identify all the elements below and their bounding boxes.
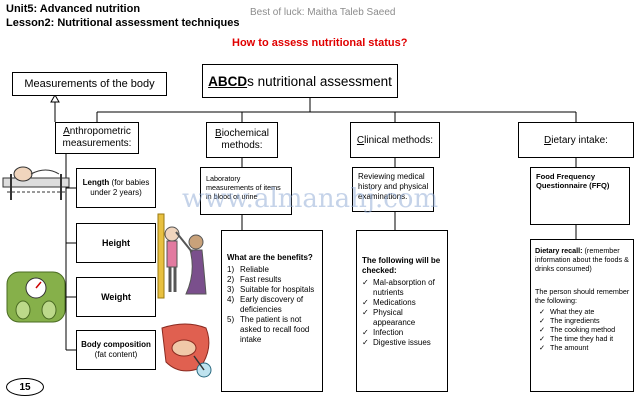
body-composition-box: Body composition(fat content) [76, 330, 156, 370]
callout-arrowhead [50, 93, 60, 103]
benefit-number: 4) [227, 295, 235, 304]
remember-item: The ingredients [539, 316, 630, 325]
benefit-item: 5) The patient is not asked to recall foo… [227, 315, 318, 345]
dietary-head-rest: ietary intake: [551, 134, 608, 146]
watermark: www.almanahj.com [182, 184, 439, 214]
benefit-number: 2) [227, 275, 235, 284]
remember-item: The cooking method [539, 325, 630, 334]
dietary-header: Dietary intake: [518, 122, 634, 158]
body-composition-illustration [156, 318, 220, 382]
recall-note: (remember information about the foods & … [535, 246, 629, 273]
author-credit: Best of luck: Maitha Taleb Saeed [250, 7, 396, 18]
height-measure-icon [157, 213, 207, 299]
root-first-letters: ABCD [208, 73, 248, 89]
anthro-head-rest: nthropometric [69, 126, 131, 137]
recall-text: Dietary recall: (remember information ab… [535, 246, 630, 273]
clinical-letter: C [356, 134, 365, 146]
benefit-number: 1) [227, 265, 235, 274]
bio-letter: B [215, 128, 222, 139]
measurements-callout: Measurements of the body [12, 72, 167, 96]
weight-box: Weight [76, 277, 156, 317]
bio-head-line2: methods: [221, 140, 263, 151]
unit-title: Unit5: Advanced nutrition [6, 3, 141, 15]
checked-list: Mal-absorption of nutrientsMedicationsPh… [362, 278, 443, 348]
recall-box: Dietary recall: (remember information ab… [530, 239, 634, 392]
benefit-text: Fast results [240, 275, 282, 284]
benefit-number: 3) [227, 285, 235, 294]
lab-box: Laboratory measurements of items in bloo… [200, 167, 292, 215]
benefit-number: 5) [227, 315, 235, 324]
recall-label: Dietary recall: [535, 246, 583, 255]
checked-item: Medications [362, 298, 443, 308]
checked-item: Mal-absorption of nutrients [362, 278, 443, 298]
benefit-item: 3) Suitable for hospitals [227, 285, 318, 295]
remember-item: The amount [539, 343, 630, 352]
benefit-text: Reliable [240, 265, 269, 274]
benefit-text: Suitable for hospitals [240, 285, 315, 294]
anthro-letter: A [63, 126, 70, 137]
skinfold-caliper-icon [161, 323, 212, 378]
lesson-title: Lesson2: Nutritional assessment techniqu… [6, 17, 240, 29]
root-rest: s nutritional assessment [247, 73, 392, 89]
benefit-item: 1) Reliable [227, 265, 318, 275]
length-label: Length [82, 178, 110, 187]
checked-title: The following will be checked: [362, 256, 441, 275]
length-box: Length (for babies under 2 years) [76, 168, 156, 208]
benefit-item: 4) Early discovery of deficiencies [227, 295, 318, 315]
benefit-text: Early discovery of deficiencies [240, 295, 304, 314]
infant-length-illustration [1, 152, 73, 212]
remember-list: What they ateThe ingredientsThe cooking … [535, 307, 630, 352]
anthro-head-line2: measurements: [62, 138, 132, 149]
dietary-letter: D [544, 134, 552, 146]
remember-intro: The person should remember the following… [535, 287, 630, 305]
length-note: (for babies under 2 years) [90, 178, 150, 197]
height-box: Height [76, 223, 156, 263]
checked-item: Infection [362, 328, 443, 338]
child-height-illustration [156, 212, 216, 300]
benefit-text: The patient is not asked to recall food … [240, 315, 310, 344]
benefits-title: What are the benefits? [227, 253, 313, 262]
body-composition-note: (fat content) [94, 350, 138, 359]
slide-question: How to assess nutritional status? [232, 37, 408, 49]
scale-icon [6, 271, 66, 323]
checked-box: The following will be checked: Mal-absor… [356, 230, 448, 392]
body-composition-label: Body composition [81, 340, 151, 349]
benefit-item: 2) Fast results [227, 275, 318, 285]
page-number-badge: 15 [6, 378, 44, 396]
remember-item: The time they had it [539, 334, 630, 343]
review-box: Reviewing medical history and physical e… [352, 167, 434, 212]
ffq-box: Food Frequency Questionnaire (FFQ) [530, 167, 630, 225]
checked-item: Physical appearance [362, 308, 443, 328]
infant-length-icon [2, 166, 70, 200]
checked-item: Digestive issues [362, 338, 443, 348]
root-node: ABCDs nutritional assessment [202, 64, 398, 98]
benefits-list: 1) Reliable 2) Fast results 3) Suitable for h… [227, 265, 318, 345]
bathroom-scale-illustration [1, 264, 73, 326]
clinical-header: Clinical methods: [350, 122, 440, 158]
benefits-box: What are the benefits? 1) Reliable 2) Fast … [221, 230, 323, 392]
remember-item: What they ate [539, 307, 630, 316]
clinical-head-rest: linical methods: [364, 134, 434, 146]
bio-head-rest: iochemical [221, 128, 269, 139]
